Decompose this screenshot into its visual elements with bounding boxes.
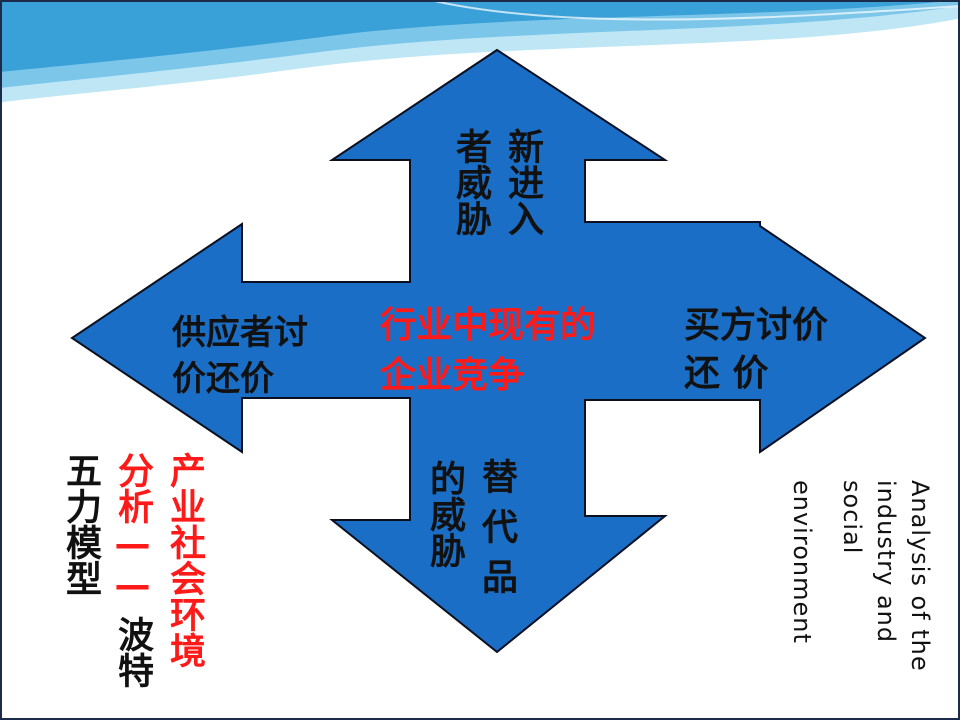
porter-name-label: 波特 [112,616,153,688]
left-arrow-label: 供应者讨 价还价 [172,316,308,396]
center-label-line1: 行业中现有的 [380,305,597,346]
wave-line-2 [429,0,960,21]
english-analysis-label: Analysis of the industry and social envi… [788,480,940,680]
bottom-arrow-label-right: 替代品 [476,458,517,608]
english-line-1: Analysis of the [906,480,934,672]
english-line-4: environment [788,480,816,644]
wave-line [0,18,960,106]
english-line-2: industry and [872,480,900,644]
five-forces-model-label: 五力模型 [60,452,101,596]
bottom-arrow-label-left: 的威胁 [424,460,465,568]
industry-social-env-label: 产业社会环境 [164,452,205,668]
wave-decoration-icon [0,0,960,106]
right-arrow-label-line1: 买方讨价 [684,305,829,346]
center-label: 行业中现有的 企业竞争 [380,308,596,394]
left-arrow-label-line1: 供应者讨 [172,313,308,353]
four-way-arrow-shape [70,48,927,654]
center-label-line2: 企业竞争 [380,355,525,396]
english-line-3: social [838,480,866,555]
porter-analysis-red-label: 分析—— [112,452,153,606]
right-arrow-label: 买方讨价 还 价 [684,308,828,392]
top-arrow-label-right: 新进入 [502,128,543,236]
wave-band-dark [0,0,960,72]
right-arrow-label-line2: 还 价 [684,353,769,394]
top-arrow-label-left: 者威胁 [450,128,491,236]
left-arrow-label-line2: 价还价 [172,359,274,399]
